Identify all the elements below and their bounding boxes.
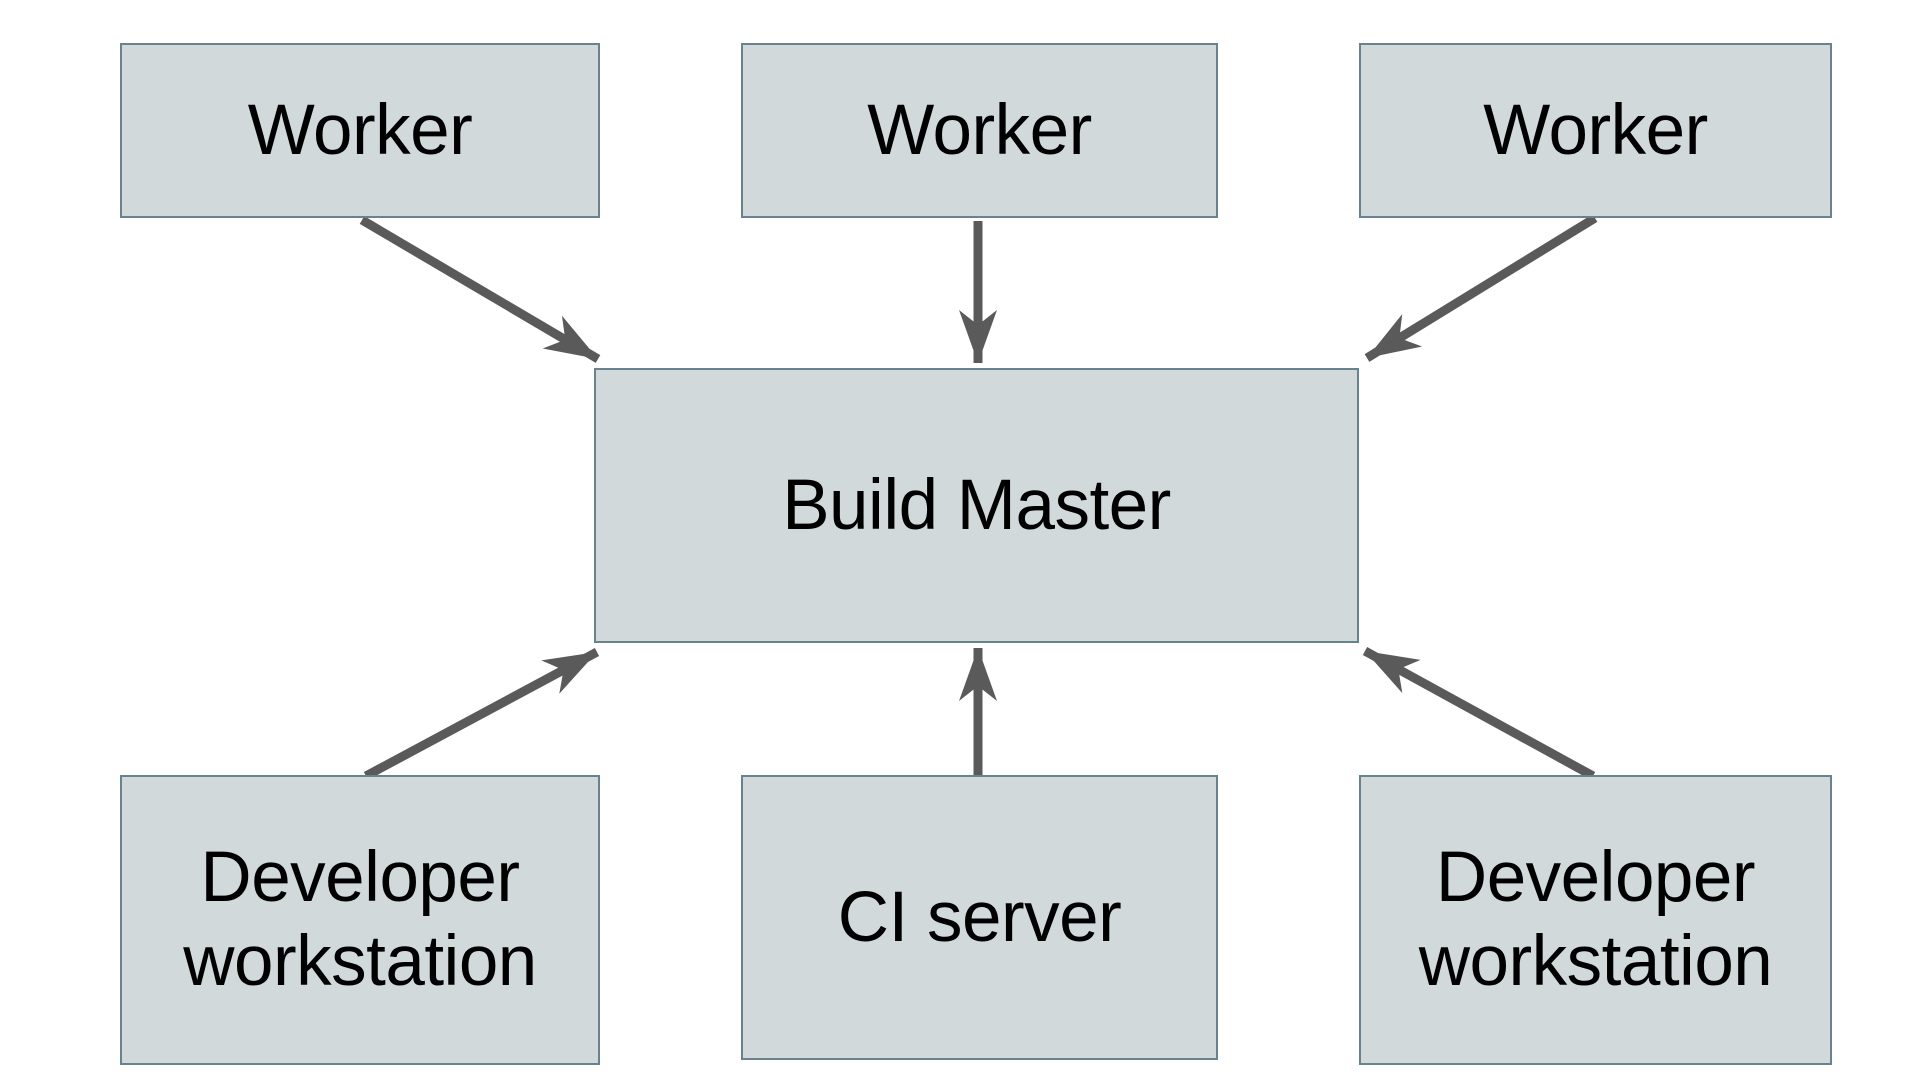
node-worker-1: Worker: [120, 43, 600, 218]
node-ci-server: CI server: [741, 775, 1218, 1060]
node-build-master: Build Master: [594, 368, 1359, 643]
node-label-build-master: Build Master: [782, 465, 1171, 545]
node-label-worker-3: Worker: [1483, 90, 1708, 170]
node-worker-2: Worker: [741, 43, 1218, 218]
node-developer-workstation-left: Developer workstation: [120, 775, 600, 1065]
arrow-worker-3-to-build-master: [1364, 214, 1598, 362]
edges-group: [359, 214, 1598, 780]
node-worker-3: Worker: [1359, 43, 1832, 218]
node-developer-workstation-right: Developer workstation: [1359, 775, 1832, 1065]
node-label-ci-server: CI server: [837, 877, 1122, 957]
node-label-worker-2: Worker: [867, 90, 1092, 170]
node-label-worker-1: Worker: [247, 90, 473, 170]
arrow-developer-workstation-left-to-build-master: [363, 648, 600, 780]
arrow-developer-workstation-right-to-build-master: [1362, 647, 1596, 780]
arrow-worker-1-to-build-master: [359, 216, 601, 363]
node-label-developer-workstation-right: Developer workstation: [1418, 838, 1773, 1001]
node-label-developer-workstation-left: Developer workstation: [183, 838, 537, 1001]
